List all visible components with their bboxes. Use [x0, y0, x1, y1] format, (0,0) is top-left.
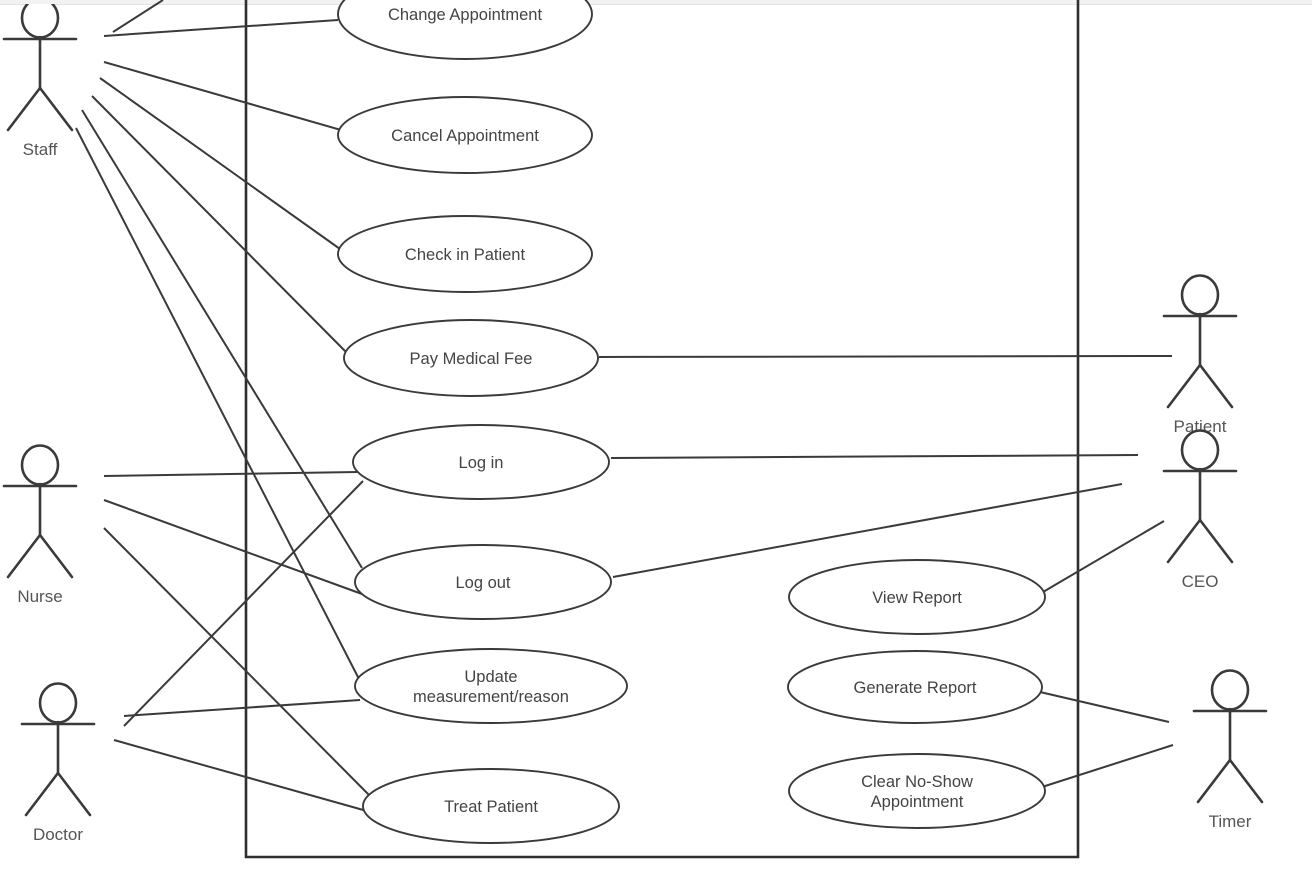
actor-leg-right [1228, 758, 1264, 804]
actor-label: Staff [23, 140, 58, 159]
actor-label: Doctor [33, 825, 83, 844]
actor-nurse[interactable]: Nurse [2, 444, 78, 607]
use-case-label: View Report [872, 589, 962, 607]
actor-head [1180, 274, 1220, 316]
use-case-label: Log in [459, 454, 504, 472]
actor-label: Patient [1174, 417, 1227, 436]
actor-label: Nurse [17, 587, 62, 606]
assoc-doctor-log-in[interactable] [123, 480, 364, 727]
actor-leg-left [24, 771, 60, 817]
use-case-label: Change Appointment [388, 6, 543, 24]
assoc-staff-check-in-patient[interactable] [99, 77, 341, 250]
use-case-ellipse[interactable] [343, 319, 599, 397]
use-case-ellipse[interactable] [352, 424, 610, 500]
actor-head [38, 682, 78, 724]
actor-label: Timer [1209, 812, 1252, 831]
actor-leg-left [1166, 363, 1202, 409]
actor-leg-right [38, 533, 74, 579]
use-case-ellipse[interactable] [362, 768, 620, 844]
use-case-ellipse[interactable] [337, 96, 593, 174]
use-case-ellipse[interactable] [337, 215, 593, 293]
actor-head [1210, 669, 1250, 711]
window-top-edge [0, 0, 1312, 5]
use-case-label: Treat Patient [444, 798, 538, 816]
use-case-ellipse[interactable] [337, 0, 593, 60]
use-case-label: Clear No-Show [861, 773, 973, 791]
use-case-label: measurement/reason [413, 688, 569, 706]
assoc-doctor-update-measurement[interactable] [123, 699, 361, 717]
assoc-timer-clear-no-show[interactable] [1041, 744, 1174, 788]
assoc-timer-generate-report[interactable] [1039, 691, 1170, 723]
actor-head [1180, 429, 1220, 471]
use-case-view-report[interactable]: View Report [788, 559, 1046, 635]
use-case-treat-patient[interactable]: Treat Patient [362, 768, 620, 844]
actor-head [20, 4, 60, 39]
assoc-staff-change-appointment-upper[interactable] [112, 0, 164, 33]
use-case-label: Generate Report [854, 679, 977, 697]
assoc-staff-cancel-appointment[interactable] [103, 61, 342, 131]
system-boundary [244, 0, 1080, 859]
actor-leg-right [1198, 518, 1234, 564]
actor-staff[interactable]: Staff [2, 0, 78, 159]
use-case-log-in[interactable]: Log in [352, 424, 610, 500]
assoc-patient-pay-medical-fee[interactable] [598, 355, 1173, 358]
actor-label: CEO [1182, 572, 1219, 591]
use-case-label: Appointment [871, 793, 964, 811]
actor-leg-right [56, 771, 92, 817]
assoc-doctor-treat-patient[interactable] [113, 739, 375, 814]
assoc-staff-log-out[interactable] [81, 109, 363, 569]
use-case-log-out[interactable]: Log out [354, 544, 612, 620]
assoc-nurse-log-out[interactable] [103, 499, 363, 595]
assoc-patient-log-in[interactable] [610, 454, 1139, 459]
actor-leg-left [6, 86, 42, 132]
use-case-check-in-patient[interactable]: Check in Patient [337, 215, 593, 293]
use-case-label: Check in Patient [405, 246, 526, 264]
use-case-label: Pay Medical Fee [410, 350, 533, 368]
use-case-label: Cancel Appointment [391, 127, 539, 145]
actor-leg-left [1166, 518, 1202, 564]
assoc-ceo-log-out[interactable] [612, 483, 1123, 578]
actor-leg-left [1196, 758, 1232, 804]
association-lines [75, 0, 1174, 814]
assoc-staff-pay-medical-fee[interactable] [91, 95, 347, 353]
actor-ceo[interactable]: CEO [1162, 429, 1238, 592]
use-case-ellipse[interactable] [354, 648, 628, 724]
use-case-ellipse[interactable] [788, 559, 1046, 635]
system-boundary-rect [244, 0, 1080, 859]
assoc-ceo-view-report[interactable] [1042, 520, 1165, 593]
use-case-label: Log out [455, 574, 510, 592]
use-case-generate-report[interactable]: Generate Report [787, 650, 1043, 724]
actor-leg-right [38, 86, 74, 132]
use-case-ellipse[interactable] [788, 753, 1046, 829]
actor-leg-right [1198, 363, 1234, 409]
use-case-cancel-appointment[interactable]: Cancel Appointment [337, 96, 593, 174]
actor-timer[interactable]: Timer [1192, 669, 1268, 832]
use-case-ellipse[interactable] [354, 544, 612, 620]
actor-head [20, 444, 60, 486]
assoc-nurse-log-in[interactable] [103, 471, 358, 477]
actor-doctor[interactable]: Doctor [20, 682, 96, 845]
actor-leg-left [6, 533, 42, 579]
use-case-change-appointment[interactable]: Change Appointment [337, 0, 593, 60]
use-case-update-measurement[interactable]: Update measurement/reason [354, 648, 628, 724]
use-case-ellipse[interactable] [787, 650, 1043, 724]
assoc-staff-change-appointment[interactable] [103, 19, 339, 37]
assoc-staff-update-measurement[interactable] [75, 127, 360, 680]
use-case-pay-medical-fee[interactable]: Pay Medical Fee [343, 319, 599, 397]
actor-patient[interactable]: Patient [1162, 274, 1238, 437]
use-case-label: Update [464, 668, 517, 686]
assoc-nurse-treat-patient[interactable] [103, 527, 373, 799]
